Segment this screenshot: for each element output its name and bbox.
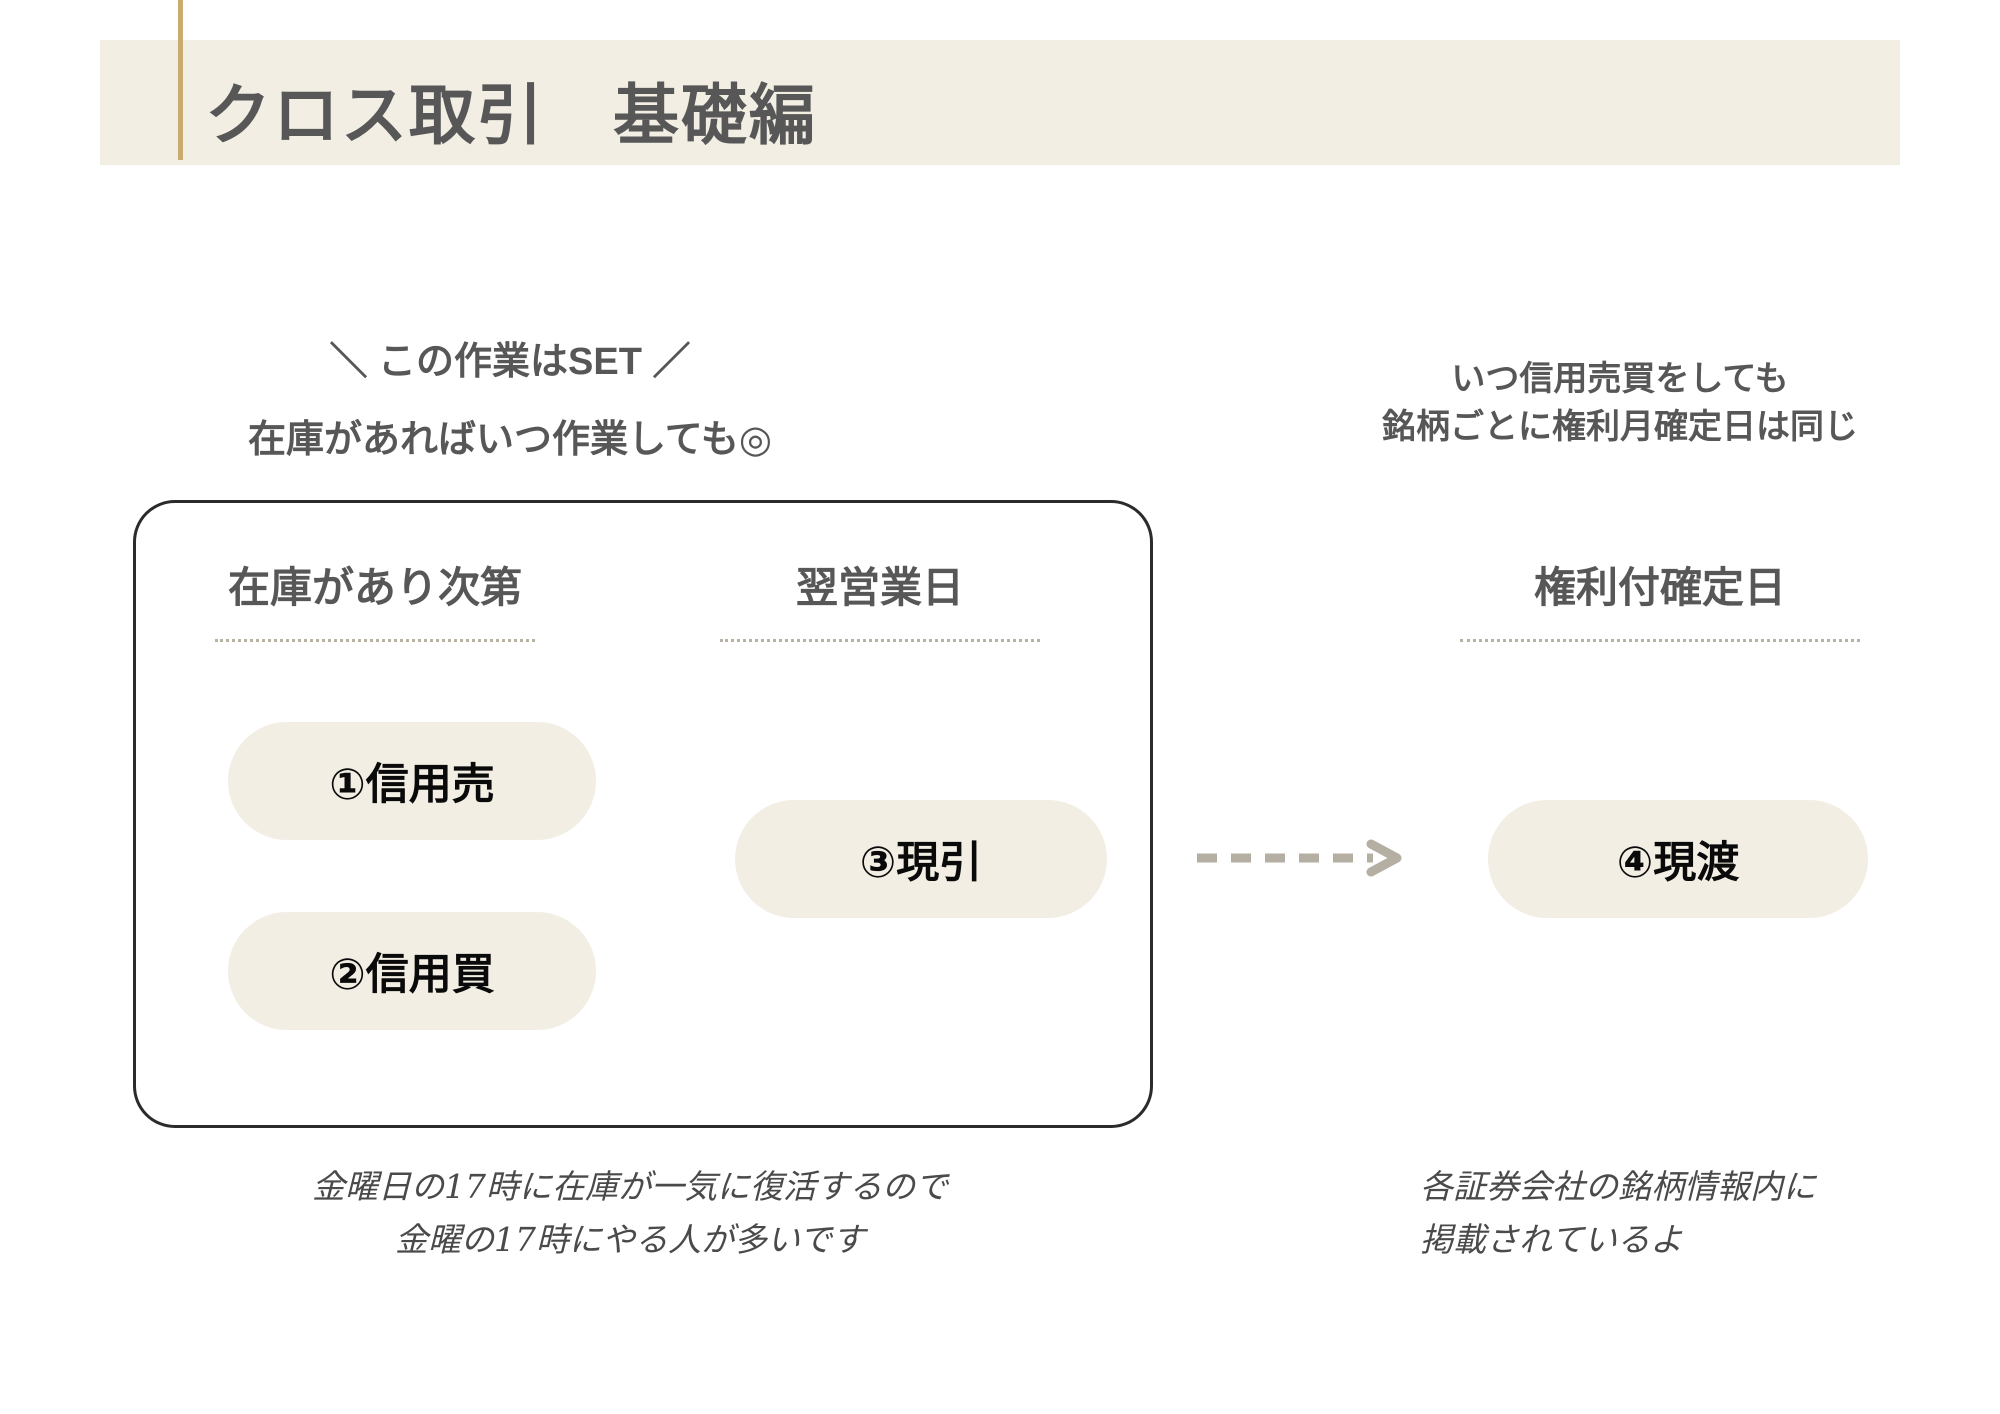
column-title: 権利付確定日 xyxy=(1533,564,1786,611)
column-divider xyxy=(720,639,1040,643)
column-header-rights-date: 権利付確定日 xyxy=(1460,564,1860,643)
step-pill-margin-buy[interactable]: ②信用買 xyxy=(228,912,596,1030)
set-group-box xyxy=(133,500,1153,1128)
page-title: クロス取引 基礎編 xyxy=(205,78,817,152)
set-caption: ＼ この作業はSET ／ xyxy=(329,341,691,383)
note-left: 金曜日の17時に在庫が一気に復活するので 金曜の17時にやる人が多いです xyxy=(230,1160,1030,1267)
note-right: 各証券会社の銘柄情報内に 掲載されているよ xyxy=(1420,1160,1960,1267)
note-right-line-1: 各証券会社の銘柄情報内に xyxy=(1420,1167,1816,1206)
note-right-line-2: 掲載されているよ xyxy=(1420,1220,1684,1260)
column-title: 翌営業日 xyxy=(795,564,964,611)
step-pill-margin-sell[interactable]: ①信用売 xyxy=(228,722,596,840)
column-header-next-business-day: 翌営業日 xyxy=(720,564,1040,643)
title-accent-rule xyxy=(178,0,183,160)
column-title: 在庫があり次第 xyxy=(227,564,522,611)
right-section-caption: いつ信用売買をしても 銘柄ごとに権利月確定日は同じ xyxy=(1300,355,1940,452)
note-left-line-2: 金曜の17時にやる人が多いです xyxy=(394,1220,865,1260)
right-caption-line-2: 銘柄ごとに権利月確定日は同じ xyxy=(1382,408,1858,447)
step-pill-genbiki[interactable]: ③現引 xyxy=(735,800,1107,918)
title-banner xyxy=(100,40,1900,165)
column-divider xyxy=(1460,639,1860,643)
right-caption-line-1: いつ信用売買をしても xyxy=(1451,360,1789,398)
stock-availability-caption: 在庫があればいつ作業しても◎ xyxy=(247,419,773,461)
note-left-line-1: 金曜日の17時に在庫が一気に復活するので xyxy=(312,1167,948,1206)
column-divider xyxy=(215,639,535,643)
dashed-arrow-right-icon xyxy=(1195,838,1415,878)
column-header-stock-available: 在庫があり次第 xyxy=(215,564,535,643)
step-pill-genwatashi[interactable]: ④現渡 xyxy=(1488,800,1868,918)
